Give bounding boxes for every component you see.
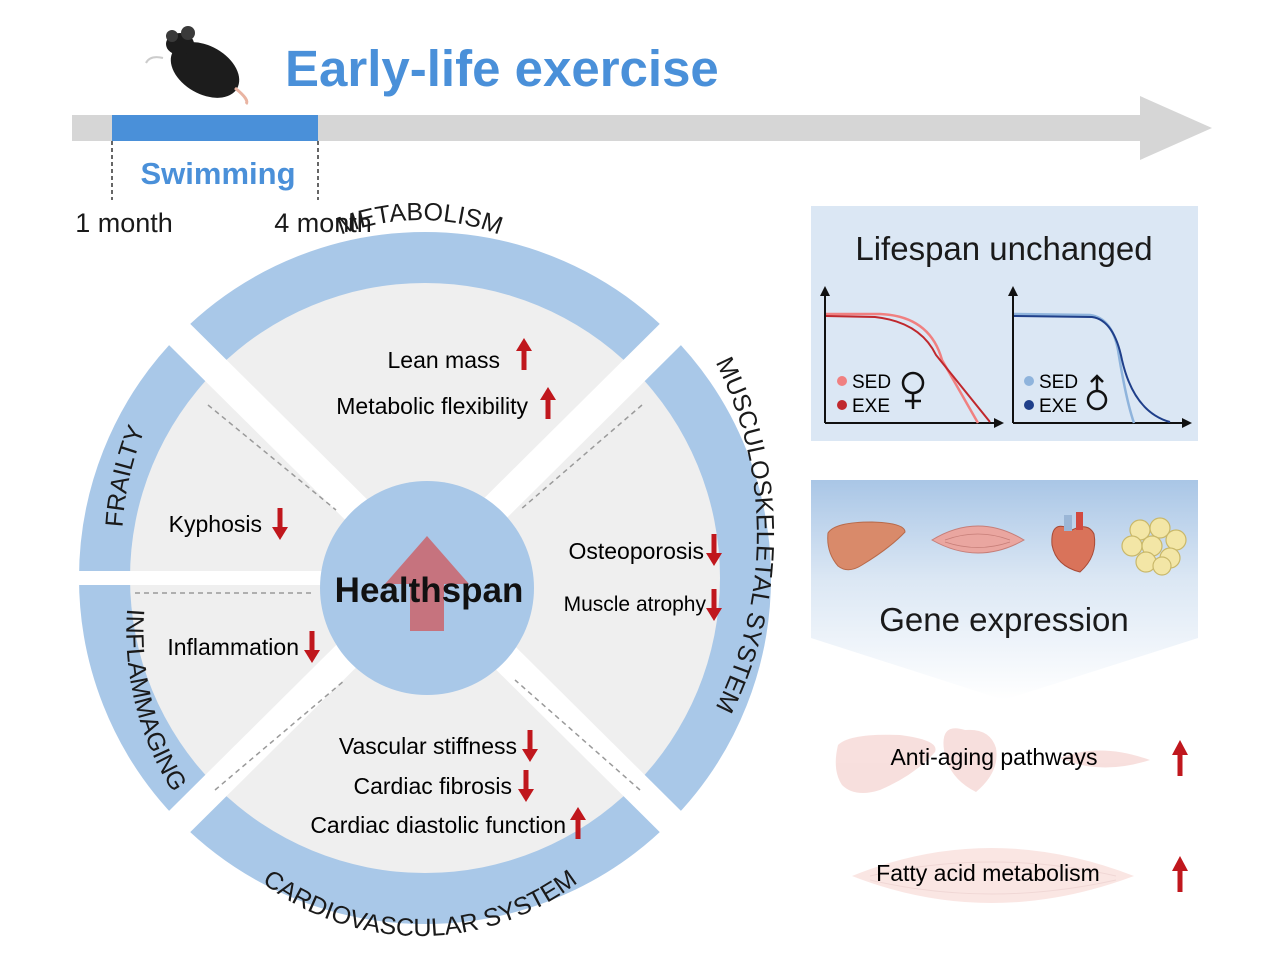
female-sed-curve [826,312,980,424]
up-arrow-icon [540,387,556,419]
end-month-label: 4 month [274,208,372,238]
female-survival-plot: SED EXE [820,286,1004,428]
lifespan-title: Lifespan unchanged [855,230,1152,267]
main-title: Early-life exercise [285,40,719,97]
faded-organs-icon [835,728,1150,903]
start-month-label: 1 month [75,208,173,238]
up-arrow-icon [516,338,532,370]
metabolism-item-metabolic-flexibility: Metabolic flexibility [336,393,528,419]
up-arrow-icon [1172,740,1188,776]
muscle-icon [931,525,1025,554]
up-arrow-icon [1172,856,1188,892]
down-arrow-icon [706,589,722,621]
cardiovascular-item-vascular-stiffness: Vascular stiffness [339,733,517,759]
cardiovascular-item-diastolic-function: Cardiac diastolic function [310,812,566,838]
timeline: Swimming 1 month 4 month [72,96,1212,238]
female-legend-sed: SED [852,372,891,393]
gene-result-anti-aging: Anti-aging pathways [890,744,1097,770]
male-exe-curve [1013,315,1171,423]
cardiovascular-item-cardiac-fibrosis: Cardiac fibrosis [354,773,513,799]
metabolism-item-lean-mass: Lean mass [387,347,500,373]
male-symbol-icon [1086,374,1108,411]
fat-cells-icon [1121,517,1187,576]
swimming-label: Swimming [140,156,295,191]
male-legend-exe: EXE [1039,396,1077,417]
big-up-arrow-icon [385,536,469,631]
gene-expression-title: Gene expression [879,601,1128,638]
up-arrow-icon [570,807,586,839]
sector-dividers [135,404,643,791]
frailty-item-kyphosis: Kyphosis [169,511,262,537]
mouse-icon [145,26,249,106]
male-survival-plot: SED EXE [1008,286,1192,428]
health-wheel: METABOLISM MUSCULOSKELETAL SYSTEM CARDIO… [60,198,779,942]
swimming-period-bar [112,115,318,141]
gene-expression-panel: Gene expression Anti-aging pathways Fatt… [811,480,1198,903]
down-arrow-icon [518,770,534,802]
musculoskeletal-item-muscle-atrophy: Muscle atrophy [564,593,707,616]
female-exe-curve [825,315,991,423]
female-legend-exe: EXE [852,396,890,417]
down-arrow-icon [304,631,320,663]
heart-icon [1051,512,1096,573]
female-symbol-icon [901,371,925,409]
liver-icon [827,521,906,571]
musculoskeletal-item-osteoporosis: Osteoporosis [568,538,704,564]
lifespan-panel: Lifespan unchanged SED EXE [811,206,1198,441]
timeline-arrow [72,96,1212,160]
lifespan-panel-bg [811,206,1198,441]
down-arrow-icon [522,730,538,762]
gene-expression-funnel [811,480,1198,700]
gene-result-fatty-acid: Fatty acid metabolism [876,860,1100,886]
down-arrow-icon [272,508,288,540]
healthspan-label: Healthspan [335,571,524,610]
down-arrow-icon [706,534,722,566]
male-legend-sed: SED [1039,372,1078,393]
male-sed-curve [1013,312,1136,424]
inflammaging-item-inflammation: Inflammation [167,634,299,660]
